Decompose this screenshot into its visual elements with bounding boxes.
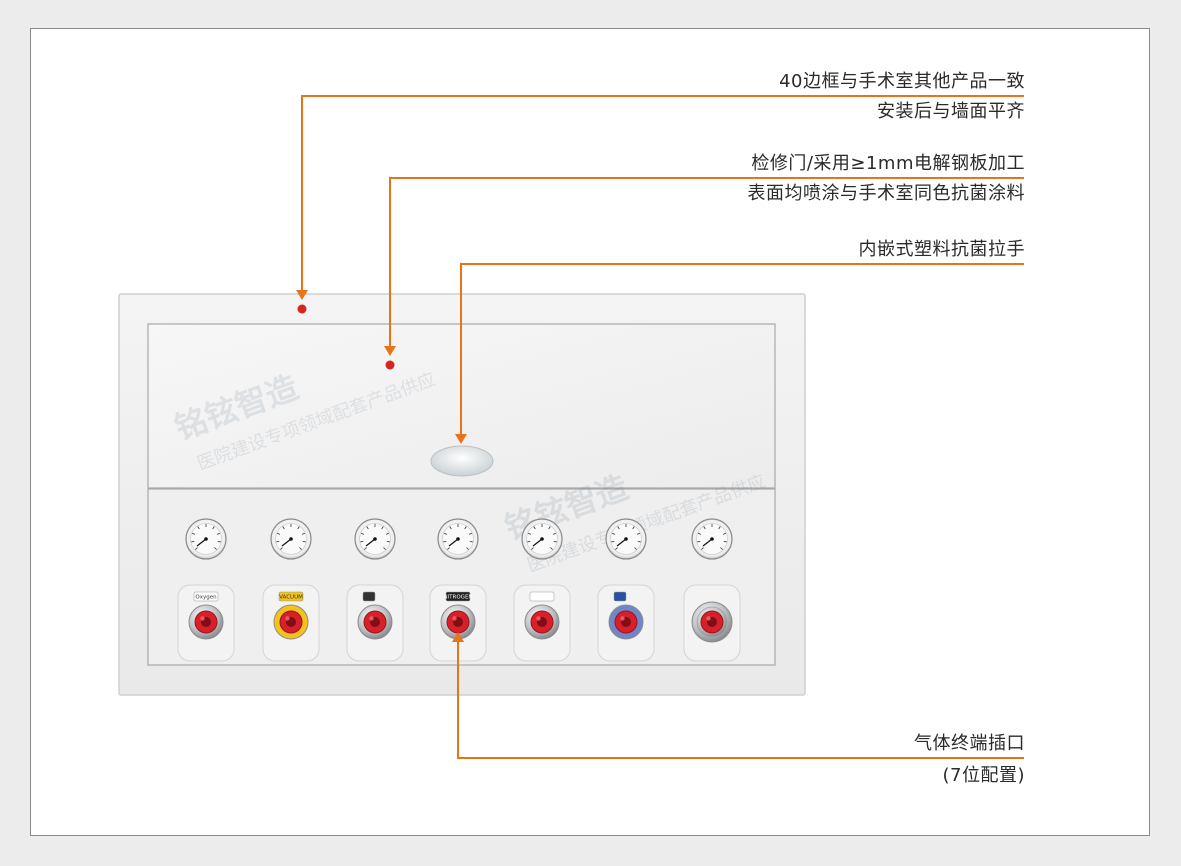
callout-frame-line1: 40边框与手术室其他产品一致 xyxy=(779,71,1025,92)
leader-arrows xyxy=(296,290,467,642)
pressure-gauge xyxy=(691,518,733,560)
arrow-door xyxy=(384,346,396,356)
gas-outlet xyxy=(683,584,741,662)
gas-outlet xyxy=(597,584,655,662)
pressure-gauge xyxy=(270,518,312,560)
marker-frame xyxy=(297,304,307,314)
gas-outlet xyxy=(346,584,404,662)
pressure-gauge xyxy=(354,518,396,560)
gas-outlets: Oxygen VACUUM NITROGEN xyxy=(177,584,741,662)
arrow-frame xyxy=(296,290,308,300)
outlet-label: Oxygen xyxy=(195,595,217,601)
callout-door-line1: 检修门/采用≥1mm电解钢板加工 xyxy=(751,153,1025,174)
callout-handle: 内嵌式塑料抗菌拉手 xyxy=(859,235,1026,265)
recessed-handle xyxy=(430,445,494,477)
outlet-label: VACUUM xyxy=(279,595,303,601)
callout-door-line2: 表面均喷涂与手术室同色抗菌涂料 xyxy=(747,183,1025,204)
leader-line-handle xyxy=(460,263,1024,440)
gas-outlet: VACUUM xyxy=(262,584,320,662)
outlet-label: NITROGEN xyxy=(443,595,472,601)
leader-line-outlet xyxy=(457,635,1024,759)
pressure-gauge xyxy=(605,518,647,560)
callout-outlet-line1: 气体终端插口 xyxy=(914,733,1025,754)
pressure-gauge xyxy=(185,518,227,560)
pressure-gauge xyxy=(521,518,563,560)
callout-door: 检修门/采用≥1mm电解钢板加工 表面均喷涂与手术室同色抗菌涂料 xyxy=(748,149,1026,209)
callout-handle-line1: 内嵌式塑料抗菌拉手 xyxy=(858,239,1025,260)
gas-outlet xyxy=(513,584,571,662)
pressure-gauge xyxy=(437,518,479,560)
callout-outlet-line2: (7位配置) xyxy=(942,765,1025,786)
pressure-gauges xyxy=(185,518,733,560)
callout-frame-line2: 安装后与墙面平齐 xyxy=(877,101,1025,122)
marker-door xyxy=(385,360,395,370)
arrow-handle xyxy=(455,434,467,444)
leader-line-frame xyxy=(301,95,1024,296)
gas-outlet: Oxygen xyxy=(177,584,235,662)
arrow-outlet xyxy=(452,632,464,642)
leader-line-door xyxy=(389,177,1024,352)
callout-frame: 40边框与手术室其他产品一致 安装后与墙面平齐 xyxy=(779,67,1025,127)
leader-lines xyxy=(301,95,1024,759)
callout-outlet: 气体终端插口 (7位配置) xyxy=(914,729,1025,791)
